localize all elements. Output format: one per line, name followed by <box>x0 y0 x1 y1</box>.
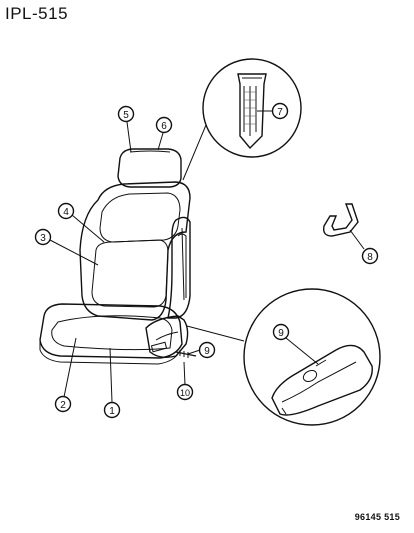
callout-7: 7 <box>271 102 289 120</box>
callout-3: 3 <box>34 228 52 246</box>
callout-7-label: 7 <box>277 107 283 118</box>
callout-2-label: 2 <box>60 400 66 411</box>
side-shield-detail <box>186 288 381 426</box>
illustration-code: 96145 515 <box>354 512 400 522</box>
seat-cushion <box>39 303 189 365</box>
callout-10-label: 10 <box>180 388 190 398</box>
callout-8: 8 <box>361 247 379 265</box>
callout-9-detail: 9 <box>272 323 290 341</box>
callout-3-label: 3 <box>40 233 46 244</box>
callout-9-seat-label: 9 <box>204 346 210 357</box>
clip-part <box>322 203 359 237</box>
callout-4: 4 <box>57 202 75 220</box>
callout-5-label: 5 <box>123 110 129 121</box>
callout-6-label: 6 <box>161 121 167 132</box>
leader-lines <box>49 110 365 403</box>
bolt-part <box>175 350 197 358</box>
headrest-guide-detail <box>182 58 302 181</box>
callout-6: 6 <box>155 116 173 134</box>
callout-8-label: 8 <box>367 252 373 263</box>
callout-2: 2 <box>54 395 72 413</box>
seat-back <box>79 181 191 321</box>
callout-1-label: 1 <box>109 406 115 417</box>
callout-9-detail-label: 9 <box>278 328 284 339</box>
headrest <box>117 148 182 188</box>
callout-5: 5 <box>117 105 135 123</box>
callout-10: 10 <box>176 383 194 401</box>
callout-4-label: 4 <box>63 207 69 218</box>
callout-1: 1 <box>103 401 121 419</box>
callout-9-seat: 9 <box>198 341 216 359</box>
diagram-title: IPL-515 <box>5 4 69 23</box>
